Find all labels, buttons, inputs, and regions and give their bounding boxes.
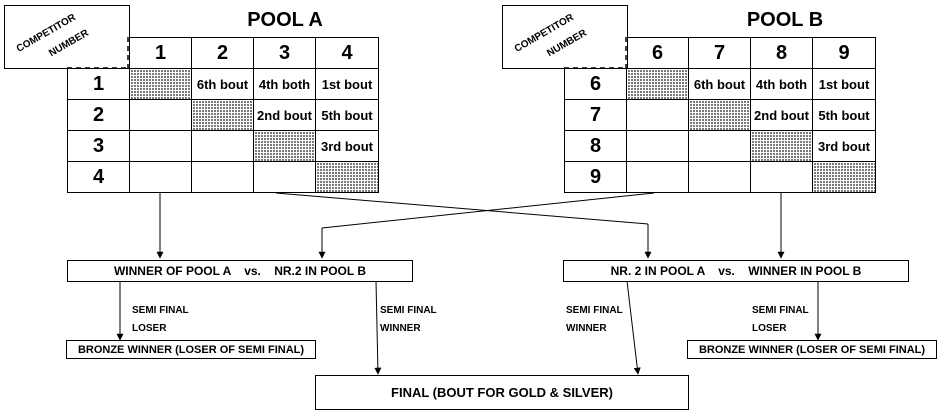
pool-b-corner-dashes [564, 37, 627, 69]
pool-a-cell: 6th bout [191, 68, 254, 100]
cross-line-a-to-right [275, 192, 649, 225]
pool-b-cell [626, 161, 689, 193]
arrow-left-semi-winner [374, 280, 382, 375]
pool-a-col-header: 2 [191, 37, 254, 69]
pool-b-cell: 2nd bout [750, 99, 813, 131]
pool-a-cell: 1st bout [315, 68, 379, 100]
arrow-right-semi-winner [626, 280, 641, 375]
cross-line-b-to-left [321, 192, 655, 229]
pool-a-cell [191, 161, 254, 193]
pool-a-self-cell [315, 161, 379, 193]
pool-b-cell: 3rd bout [812, 130, 876, 162]
pool-a-row-header: 3 [67, 130, 130, 162]
pool-b-cell: 1st bout [812, 68, 876, 100]
pool-a-cell [253, 161, 316, 193]
bronze-right-box: BRONZE WINNER (LOSER OF SEMI FINAL) [687, 340, 937, 359]
pool-a-cell: 3rd bout [315, 130, 379, 162]
pool-b-col-header: 6 [626, 37, 689, 69]
pool-b-competitor-number-label: COMPETITOR NUMBER [502, 5, 628, 69]
pool-b-self-cell [812, 161, 876, 193]
semi-final-left-box: WINNER OF POOL A vs. NR.2 IN POOL B [67, 260, 413, 282]
bronze-left-box: BRONZE WINNER (LOSER OF SEMI FINAL) [66, 340, 316, 359]
pool-b-cell [688, 130, 751, 162]
pool-b-col-header: 9 [812, 37, 876, 69]
pool-b-cell [750, 161, 813, 193]
label-right-semi-loser: SEMI FINAL LOSER [752, 305, 809, 334]
pool-a-cell [129, 161, 192, 193]
pool-a-row-header: 4 [67, 161, 130, 193]
pool-b-self-cell [626, 68, 689, 100]
pool-b-cell [626, 99, 689, 131]
pool-a-self-cell [191, 99, 254, 131]
pool-a-row-header: 2 [67, 99, 130, 131]
pool-b-cell: 5th bout [812, 99, 876, 131]
pool-a-corner-dashes [67, 37, 129, 69]
pool-b-cell [626, 130, 689, 162]
pool-b-self-cell [688, 99, 751, 131]
pool-b-row-header: 7 [564, 99, 627, 131]
pool-b-self-cell [750, 130, 813, 162]
pool-b-title: POOL B [746, 9, 824, 31]
label-right-semi-winner: SEMI FINAL WINNER [566, 305, 623, 334]
pool-a-cell [129, 99, 192, 131]
pool-b-row-header: 8 [564, 130, 627, 162]
final-box: FINAL (BOUT FOR GOLD & SILVER) [315, 375, 689, 410]
pool-b-cell: 4th both [750, 68, 813, 100]
pool-b-table: 6 7 8 9 6 6th bout 4th both 1st bout 7 2… [564, 37, 876, 193]
pool-a-self-cell [253, 130, 316, 162]
pool-a-self-cell [129, 68, 192, 100]
pool-b-row-header: 9 [564, 161, 627, 193]
pool-a-cell: 5th bout [315, 99, 379, 131]
pool-b-cell: 6th bout [688, 68, 751, 100]
label-left-semi-loser: SEMI FINAL LOSER [132, 305, 189, 334]
pool-a-title: POOL A [247, 9, 323, 31]
pool-a-row-header: 1 [67, 68, 130, 100]
label-left-semi-winner: SEMI FINAL WINNER [380, 305, 437, 334]
pool-b-col-header: 7 [688, 37, 751, 69]
pool-a-cell [129, 130, 192, 162]
pool-a-cell: 4th both [253, 68, 316, 100]
pool-a-col-header: 3 [253, 37, 316, 69]
semi-final-right-box: NR. 2 IN POOL A vs. WINNER IN POOL B [563, 260, 909, 282]
pool-a-cell [191, 130, 254, 162]
pool-b-cell [688, 161, 751, 193]
pool-a-cell: 2nd bout [253, 99, 316, 131]
